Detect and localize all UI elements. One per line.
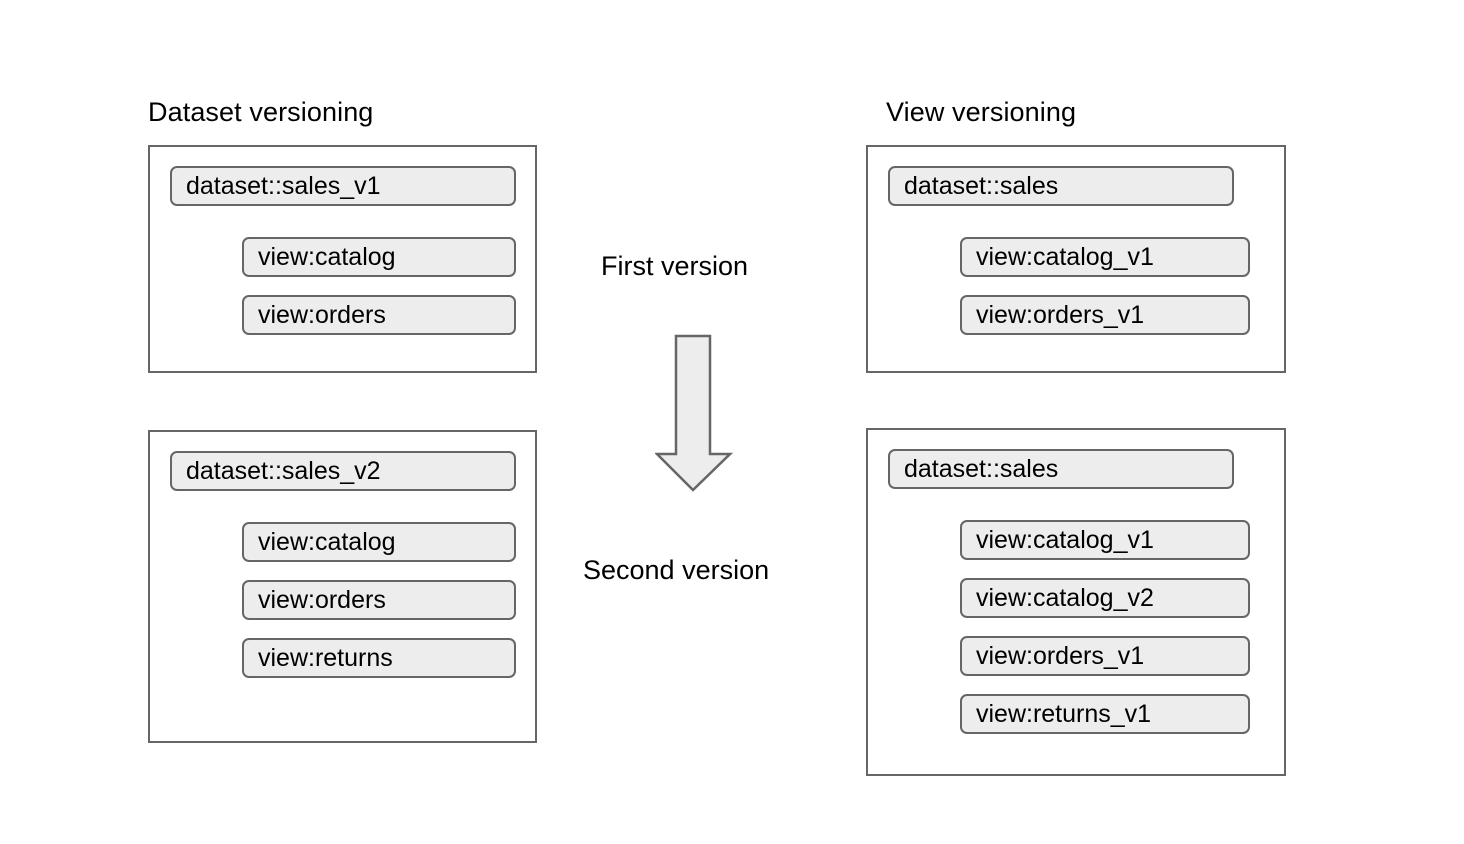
- view-node[interactable]: view:catalog_v2: [960, 578, 1250, 618]
- view-node[interactable]: view:returns_v1: [960, 694, 1250, 734]
- view-node[interactable]: view:catalog_v1: [960, 237, 1250, 277]
- dataset-node[interactable]: dataset::sales: [888, 166, 1234, 206]
- view-node[interactable]: view:orders_v1: [960, 636, 1250, 676]
- group-box-dataset-v2: dataset::sales_v2 view:catalog view:orde…: [148, 430, 537, 743]
- stage-label-second-version: Second version: [583, 555, 770, 585]
- view-node[interactable]: view:returns: [242, 638, 516, 678]
- view-node[interactable]: view:orders: [242, 295, 516, 335]
- dataset-node[interactable]: dataset::sales_v2: [170, 451, 516, 491]
- column-title-view-versioning: View versioning: [886, 97, 1077, 127]
- view-node[interactable]: view:orders: [242, 580, 516, 620]
- group-box-dataset-v1: dataset::sales_v1 view:catalog view:orde…: [148, 145, 537, 373]
- dataset-node[interactable]: dataset::sales_v1: [170, 166, 516, 206]
- stage-label-first-version: First version: [601, 251, 749, 281]
- dataset-node[interactable]: dataset::sales: [888, 449, 1234, 489]
- group-box-view-v2: dataset::sales view:catalog_v1 view:cata…: [866, 428, 1286, 776]
- down-block-arrow-icon: [655, 334, 733, 492]
- view-node[interactable]: view:catalog_v1: [960, 520, 1250, 560]
- view-node[interactable]: view:catalog: [242, 237, 516, 277]
- group-box-view-v1: dataset::sales view:catalog_v1 view:orde…: [866, 145, 1286, 373]
- view-node[interactable]: view:catalog: [242, 522, 516, 562]
- view-node[interactable]: view:orders_v1: [960, 295, 1250, 335]
- column-title-dataset-versioning: Dataset versioning: [148, 97, 374, 127]
